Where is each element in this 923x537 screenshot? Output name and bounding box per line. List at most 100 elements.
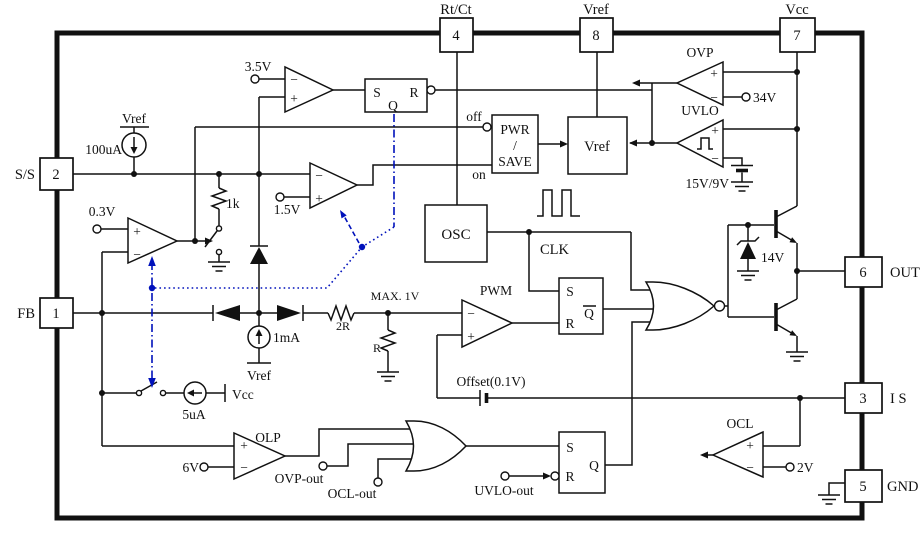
ocl-minus: −: [746, 460, 754, 475]
switch-1k-bottom-icon: [215, 248, 223, 256]
value-5ua: 5uA: [182, 407, 206, 422]
block-osc: [424, 204, 488, 263]
comparator-ovp: [675, 60, 724, 107]
signal-arrows: [205, 79, 797, 480]
pin-box-4: [439, 17, 474, 53]
switch-1k-top-icon: [215, 225, 223, 232]
uvlo-plus: +: [711, 123, 719, 138]
block-vref: [567, 116, 628, 175]
ref-0v3: 0.3V: [89, 204, 116, 219]
ovp-plus: +: [710, 66, 718, 81]
pin-box-2: [39, 157, 74, 191]
pin-box-6: [844, 256, 883, 288]
cmp03-plus: +: [133, 224, 141, 239]
pin-box-8: [579, 17, 614, 53]
latch3-r: R: [565, 469, 574, 484]
pin-label-out: OUT: [890, 265, 920, 281]
uvlo-label: UVLO: [681, 103, 719, 118]
latch-ss: [364, 78, 428, 113]
battery-bars: [484, 168, 748, 403]
terminal-34v-icon: [741, 92, 751, 102]
pwr-save-line3: SAVE: [498, 154, 532, 169]
zener-14v-icon: [740, 242, 756, 259]
ocl-label: OCL: [727, 416, 754, 431]
nor-bubble-icon: [713, 300, 726, 312]
control-annotations: [148, 114, 395, 388]
pwm-label: PWM: [480, 283, 512, 298]
pin-label-ss: S/S: [15, 167, 35, 183]
blocks: [364, 78, 628, 494]
comparator-uvlo: [675, 118, 724, 169]
label-clk: CLK: [540, 242, 570, 258]
rail-vref-top: Vref: [122, 111, 146, 126]
or-gate: [404, 420, 468, 472]
latch2-r: R: [565, 316, 574, 331]
ref-1v5: 1.5V: [274, 202, 301, 217]
ref-15v-9v: 15V/9V: [686, 176, 730, 191]
latch1-s: S: [373, 85, 381, 100]
pin-number-7: 7: [793, 28, 800, 44]
comparator-olp: [233, 431, 287, 481]
latch2-qbar: Q: [584, 306, 594, 321]
ovp-label: OVP: [686, 45, 713, 60]
olp-label: OLP: [255, 430, 281, 445]
vref-block-label: Vref: [584, 139, 610, 155]
label-ocl-out: OCL-out: [328, 486, 377, 501]
pins: [39, 17, 883, 503]
pwr-save-line2: /: [513, 138, 517, 153]
latch1-q: Q: [388, 98, 398, 113]
label-uvlo-out: UVLO-out: [474, 483, 533, 498]
diode-fb-left: [215, 305, 240, 321]
osc-block-label: OSC: [441, 227, 470, 243]
uvlo-minus: −: [711, 151, 719, 166]
value-1ma: 1mA: [273, 330, 300, 345]
terminal-bubbles: [92, 74, 795, 487]
latch-protection: [558, 431, 606, 494]
rail-vref-bottom: Vref: [247, 368, 271, 383]
ref-6v: 6V: [183, 460, 200, 475]
pin-number-1: 1: [52, 306, 59, 322]
junction-dots: [99, 69, 803, 401]
value-14v: 14V: [761, 250, 785, 265]
cmp15-plus: +: [315, 191, 323, 206]
comparator-1v5: [309, 161, 359, 210]
cmp35-plus: +: [290, 91, 298, 106]
label-offset: Offset(0.1V): [456, 374, 525, 389]
label-ovp-out: OVP-out: [275, 471, 324, 486]
pin-label-vref: Vref: [583, 2, 609, 18]
pin-box-7: [779, 17, 816, 53]
pin-box-5: [844, 469, 883, 503]
latch3-q: Q: [589, 458, 599, 473]
pwm-minus: −: [467, 306, 475, 321]
rail-vcc: Vcc: [232, 387, 254, 402]
pin-number-2: 2: [52, 167, 59, 183]
pin-label-gnd: GND: [887, 479, 918, 495]
ref-34v: 34V: [753, 90, 777, 105]
terminal-1v5-icon: [275, 192, 285, 202]
latch3-s: S: [566, 440, 574, 455]
label-off: off: [466, 109, 482, 124]
value-2r: 2R: [336, 319, 350, 333]
ground-symbols: [208, 181, 840, 505]
block-pwr-save: [491, 114, 539, 174]
pin-number-5: 5: [859, 479, 866, 495]
comparator-0v3: [127, 216, 179, 265]
value-100ua: 100uA: [85, 142, 122, 157]
pin-number-8: 8: [592, 28, 599, 44]
terminal-2v-icon: [785, 462, 795, 472]
cmp35-minus: −: [290, 72, 298, 87]
off-bubble-icon: [482, 122, 492, 132]
value-1k: 1k: [226, 196, 240, 211]
ocl-plus: +: [746, 438, 754, 453]
olp-plus: +: [240, 438, 248, 453]
latch3-r-bubble-icon: [550, 471, 560, 481]
pin-number-4: 4: [452, 28, 460, 44]
diode-ss-clamp: [250, 247, 268, 264]
value-r: R: [373, 341, 381, 355]
olp-minus: −: [240, 460, 248, 475]
clock-waveform-icon: [537, 189, 580, 217]
terminal-ovp-out-icon: [318, 461, 328, 471]
pin-number-3: 3: [859, 391, 866, 407]
latch1-r-bubble-icon: [426, 85, 436, 95]
